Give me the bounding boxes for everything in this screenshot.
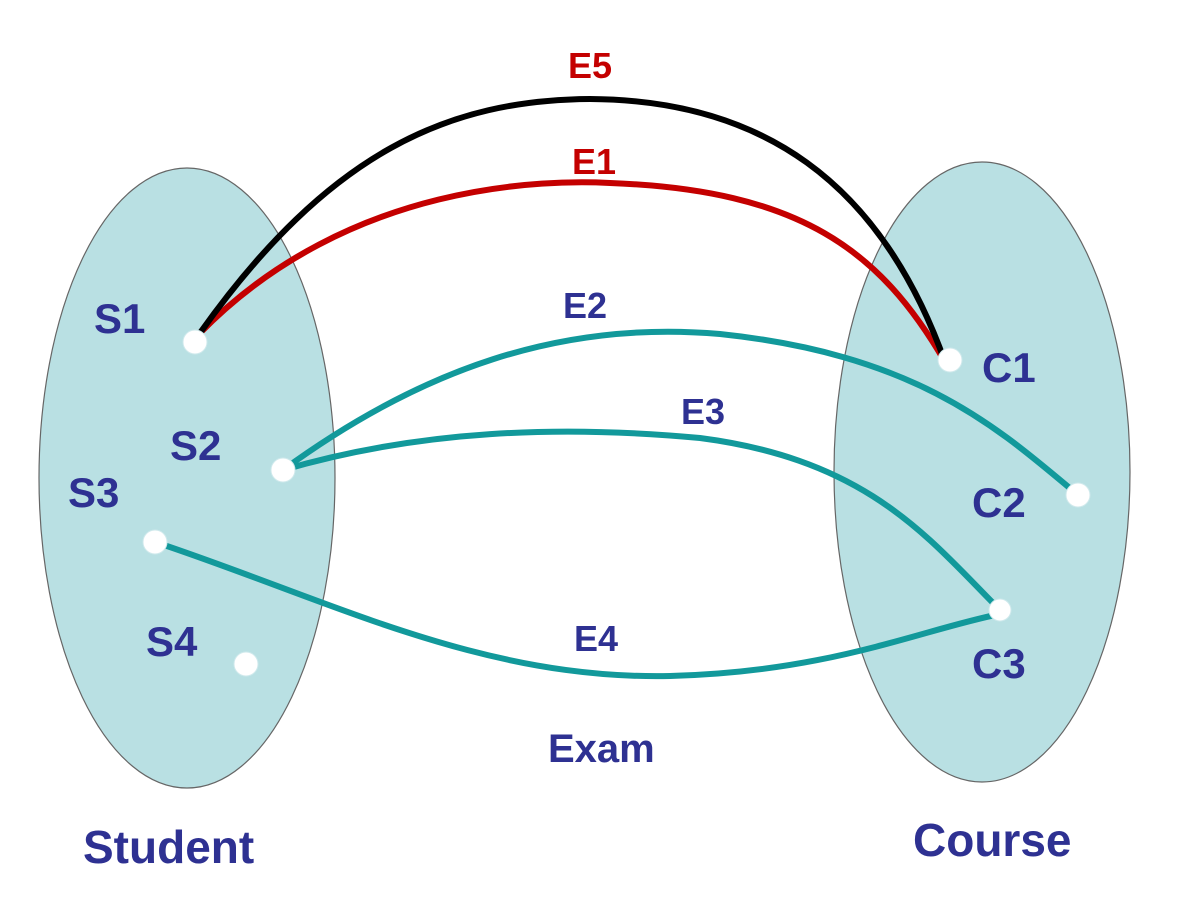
edge-e4 (152, 539, 1003, 680)
edge-e1-label: E1 (572, 141, 616, 182)
node-s1-dot (182, 329, 208, 355)
course-set-label: Course (913, 814, 1071, 866)
edge-e5 (197, 95, 948, 365)
relationship-label: Exam (548, 727, 655, 771)
node-s1-label: S1 (94, 295, 145, 342)
node-c1-dot (937, 347, 963, 373)
edge-e3 (280, 428, 1003, 613)
edge-e5-label: E5 (568, 45, 612, 86)
node-s3-dot (142, 529, 168, 555)
node-c2-dot (1065, 482, 1091, 508)
student-set-label: Student (83, 821, 254, 873)
edge-e4-label: E4 (574, 618, 618, 659)
node-s4-dot (233, 651, 259, 677)
course-set-ellipse (833, 161, 1131, 783)
node-s4-label: S4 (146, 618, 198, 665)
node-s3-label: S3 (68, 469, 119, 516)
node-c3-dot (988, 598, 1012, 622)
edge-e1 (197, 179, 948, 365)
edge-e2 (280, 328, 1081, 498)
node-c3-label: C3 (972, 640, 1026, 687)
edge-e2-label: E2 (563, 285, 607, 326)
node-c2-label: C2 (972, 479, 1026, 526)
student-set-ellipse (38, 167, 336, 789)
node-s2-dot (270, 457, 296, 483)
node-c1-label: C1 (982, 344, 1036, 391)
edge-e3-label: E3 (681, 391, 725, 432)
node-s2-label: S2 (170, 422, 221, 469)
